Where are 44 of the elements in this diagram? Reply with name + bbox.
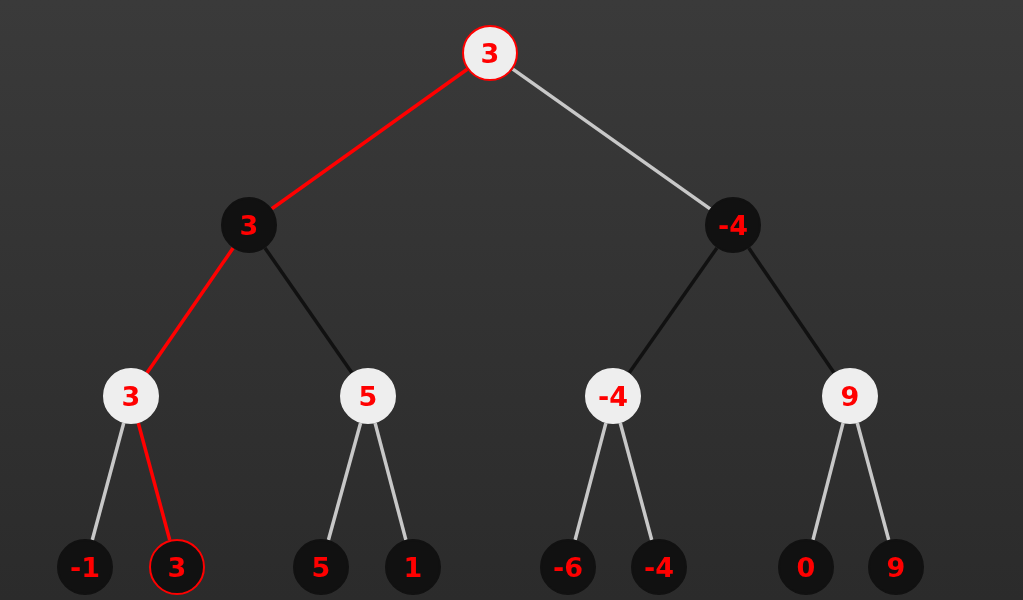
tree-node-circle bbox=[868, 539, 924, 595]
tree-edge bbox=[136, 422, 172, 541]
tree-node-circle bbox=[778, 539, 834, 595]
tree-edge bbox=[573, 422, 608, 541]
node-value: 1 bbox=[403, 551, 423, 583]
tree-edge bbox=[90, 422, 126, 541]
tree-node-circle bbox=[103, 368, 159, 424]
tree-node-circle bbox=[705, 197, 761, 253]
tree-node-circle bbox=[631, 539, 687, 595]
tree-edge bbox=[627, 246, 719, 375]
node-value: -1 bbox=[70, 551, 100, 583]
tree-node-circle bbox=[221, 197, 277, 253]
node-value: 3 bbox=[167, 551, 187, 583]
node-value: -4 bbox=[644, 551, 674, 583]
tree-node-circle bbox=[149, 539, 205, 595]
node-value: -4 bbox=[598, 380, 628, 412]
tree-node-circle bbox=[585, 368, 641, 424]
tree-node-circle bbox=[462, 25, 518, 81]
tree-edge bbox=[618, 422, 654, 541]
node-value: 3 bbox=[239, 209, 259, 241]
tree-node-circle bbox=[340, 368, 396, 424]
tree-edge bbox=[747, 247, 836, 374]
node-value: -6 bbox=[553, 551, 583, 583]
node-value: 3 bbox=[480, 37, 500, 69]
tree-edge bbox=[373, 422, 408, 541]
node-value: 0 bbox=[796, 551, 816, 583]
tree-edge bbox=[855, 422, 891, 541]
tree-edge bbox=[263, 246, 354, 375]
tree-edge bbox=[270, 67, 469, 211]
node-value: 9 bbox=[840, 380, 860, 412]
node-value: -4 bbox=[718, 209, 748, 241]
node-value: 3 bbox=[121, 380, 141, 412]
node-value: 5 bbox=[311, 551, 331, 583]
tree-node-circle bbox=[540, 539, 596, 595]
tree-node-circle bbox=[293, 539, 349, 595]
tree-edge bbox=[511, 67, 712, 211]
node-value: 9 bbox=[886, 551, 906, 583]
tree-edge bbox=[326, 422, 363, 541]
tree-node-circle bbox=[822, 368, 878, 424]
tree-node-circle bbox=[385, 539, 441, 595]
node-value: 5 bbox=[358, 380, 378, 412]
tree-node-circle bbox=[57, 539, 113, 595]
tree-edge bbox=[811, 422, 845, 541]
tree-edge bbox=[145, 247, 235, 374]
